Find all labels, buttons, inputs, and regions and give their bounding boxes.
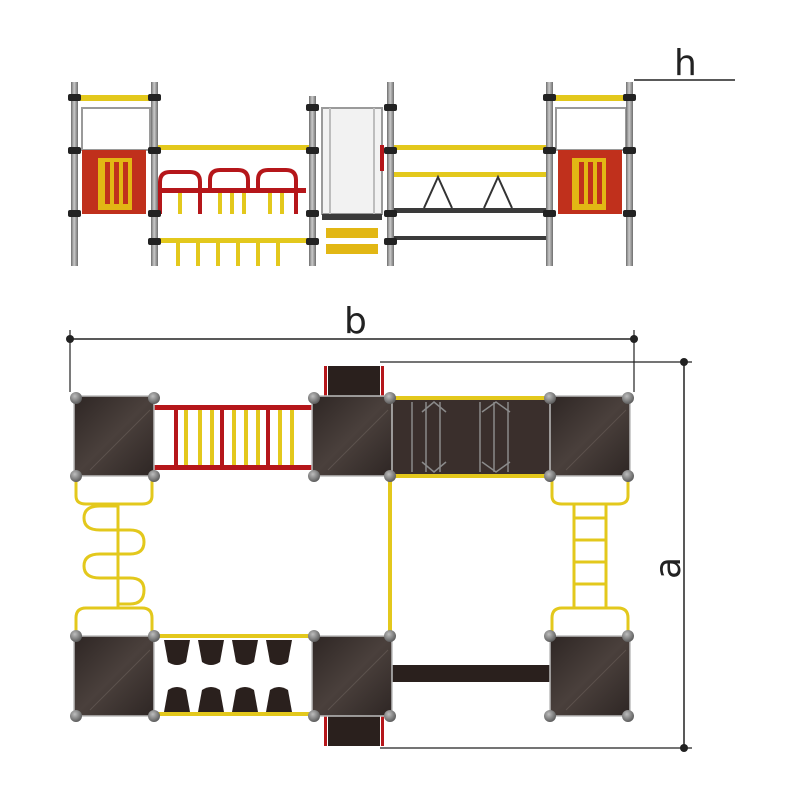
post-caps-plan: [70, 392, 634, 722]
post-cap-icon: [622, 392, 634, 404]
width-dimension: b: [66, 301, 638, 392]
post-cap-icon: [622, 470, 634, 482]
monkey-bars-elevation: [154, 145, 310, 266]
dimension-arrow-icon: [680, 744, 688, 752]
width-label: b: [344, 301, 367, 342]
stepping-pods-plan: [154, 634, 312, 716]
center-tower-elevation: [321, 107, 384, 254]
deck-bottom-left: [73, 635, 155, 717]
deck-bottom-right: [549, 635, 631, 717]
dimension-arrow-icon: [66, 335, 74, 343]
post-cap-icon: [544, 710, 556, 722]
post-cap-icon: [308, 630, 320, 642]
post-cap-icon: [544, 470, 556, 482]
height-label: h: [674, 43, 697, 84]
top-plan: b a: [66, 301, 692, 752]
elevation-posts: [71, 82, 633, 266]
left-tower-elevation: [78, 95, 154, 214]
decks-plan: [73, 395, 631, 717]
post-cap-icon: [544, 392, 556, 404]
post-cap-icon: [70, 392, 82, 404]
post-cap-icon: [622, 710, 634, 722]
post-cap-icon: [70, 470, 82, 482]
post-cap-icon: [384, 392, 396, 404]
depth-label: a: [648, 557, 689, 579]
wavy-ladder-plan: [74, 476, 154, 634]
post-cap-icon: [308, 470, 320, 482]
center-steps-plan: [324, 366, 384, 746]
post-cap-icon: [384, 470, 396, 482]
post-cap-icon: [148, 630, 160, 642]
post-cap-icon: [544, 630, 556, 642]
deck-top-right: [549, 395, 631, 477]
post-cap-icon: [148, 470, 160, 482]
balance-beam-plan: [392, 665, 550, 682]
rope-traverse-elevation: [394, 145, 550, 240]
deck-bottom-center: [311, 635, 393, 717]
monkey-bars-plan: [154, 405, 312, 470]
straight-ladder-plan: [550, 476, 630, 634]
deck-top-left: [73, 395, 155, 477]
post-cap-icon: [622, 630, 634, 642]
right-tower-elevation: [552, 95, 630, 214]
post-cap-icon: [148, 710, 160, 722]
post-cap-icon: [308, 392, 320, 404]
rope-traverse-plan: [392, 396, 550, 478]
depth-dimension: a: [380, 358, 692, 752]
dimension-arrow-icon: [680, 358, 688, 366]
post-cap-icon: [70, 710, 82, 722]
top-rail: [78, 95, 154, 101]
post-cap-icon: [384, 710, 396, 722]
post-cap-icon: [148, 392, 160, 404]
front-elevation: h: [68, 43, 735, 266]
post-cap-icon: [70, 630, 82, 642]
dimension-arrow-icon: [630, 335, 638, 343]
deck-top-center: [311, 395, 393, 477]
roof-frame: [81, 107, 151, 151]
post-cap-icon: [384, 630, 396, 642]
post-cap-icon: [308, 710, 320, 722]
